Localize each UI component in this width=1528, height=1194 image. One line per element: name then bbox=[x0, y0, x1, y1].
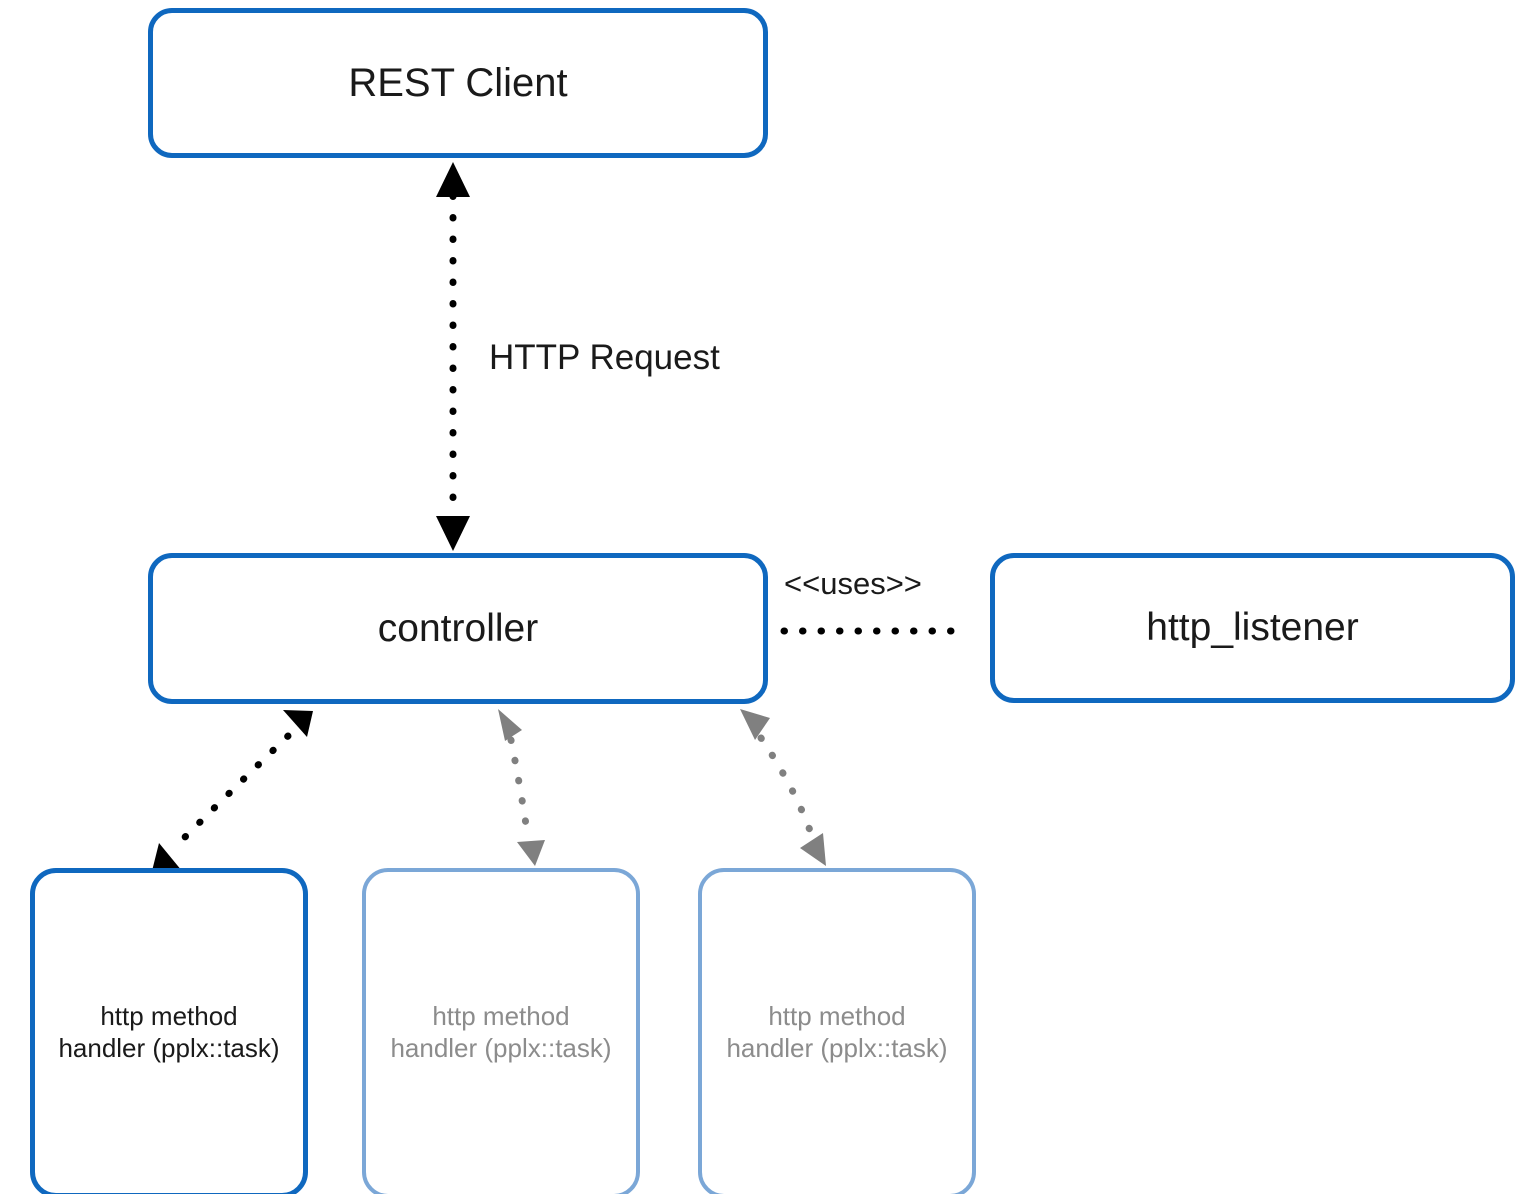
edge-1-dotted-path bbox=[507, 736, 532, 842]
node-handler-0-line1: http method bbox=[100, 1001, 238, 1032]
edge-1-arrowhead-down bbox=[517, 840, 545, 866]
edge-2-dotted-path bbox=[757, 734, 816, 840]
edge-controller-handler-2 bbox=[740, 709, 826, 866]
node-rest-client-label: REST Client bbox=[348, 60, 568, 105]
node-controller[interactable]: controller bbox=[148, 553, 768, 704]
edge-controller-handler-0 bbox=[152, 710, 313, 871]
node-controller-label: controller bbox=[377, 606, 539, 650]
http-request-arrowhead-up bbox=[436, 162, 470, 197]
edge-label-http-request: HTTP Request bbox=[489, 338, 720, 377]
node-http-method-handler-1[interactable]: http method handler (pplx::task) bbox=[362, 868, 640, 1194]
node-rest-client[interactable]: REST Client bbox=[148, 8, 768, 158]
node-handler-2-line2: handler (pplx::task) bbox=[726, 1033, 948, 1063]
edge-0-arrowhead-up bbox=[283, 710, 313, 737]
edge-0-arrowhead-down bbox=[152, 843, 182, 871]
node-http-listener[interactable]: http_listener bbox=[990, 553, 1515, 703]
node-handler-0-text: http method handler (pplx::task) bbox=[58, 1001, 279, 1064]
http-request-arrowhead-down bbox=[436, 516, 470, 551]
edge-2-arrowhead-up bbox=[740, 709, 770, 740]
node-handler-0-line2: handler (pplx::task) bbox=[58, 1033, 280, 1063]
node-handler-1-text: http method handler (pplx::task) bbox=[390, 1001, 611, 1064]
node-http-listener-label: http_listener bbox=[1146, 606, 1359, 650]
node-handler-1-line1: http method bbox=[432, 1001, 570, 1032]
node-handler-2-line1: http method bbox=[768, 1001, 906, 1032]
edge-controller-handler-1 bbox=[498, 709, 545, 866]
edge-0-dotted-path bbox=[174, 732, 292, 848]
node-http-method-handler-2[interactable]: http method handler (pplx::task) bbox=[698, 868, 976, 1194]
node-handler-1-line2: handler (pplx::task) bbox=[390, 1033, 612, 1063]
node-handler-2-text: http method handler (pplx::task) bbox=[726, 1001, 947, 1064]
edge-http-request bbox=[436, 162, 470, 551]
edge-label-uses: <<uses>> bbox=[784, 566, 922, 601]
node-http-method-handler-0[interactable]: http method handler (pplx::task) bbox=[30, 868, 308, 1194]
edge-2-arrowhead-down bbox=[800, 833, 826, 866]
edge-1-arrowhead-up bbox=[498, 709, 522, 741]
